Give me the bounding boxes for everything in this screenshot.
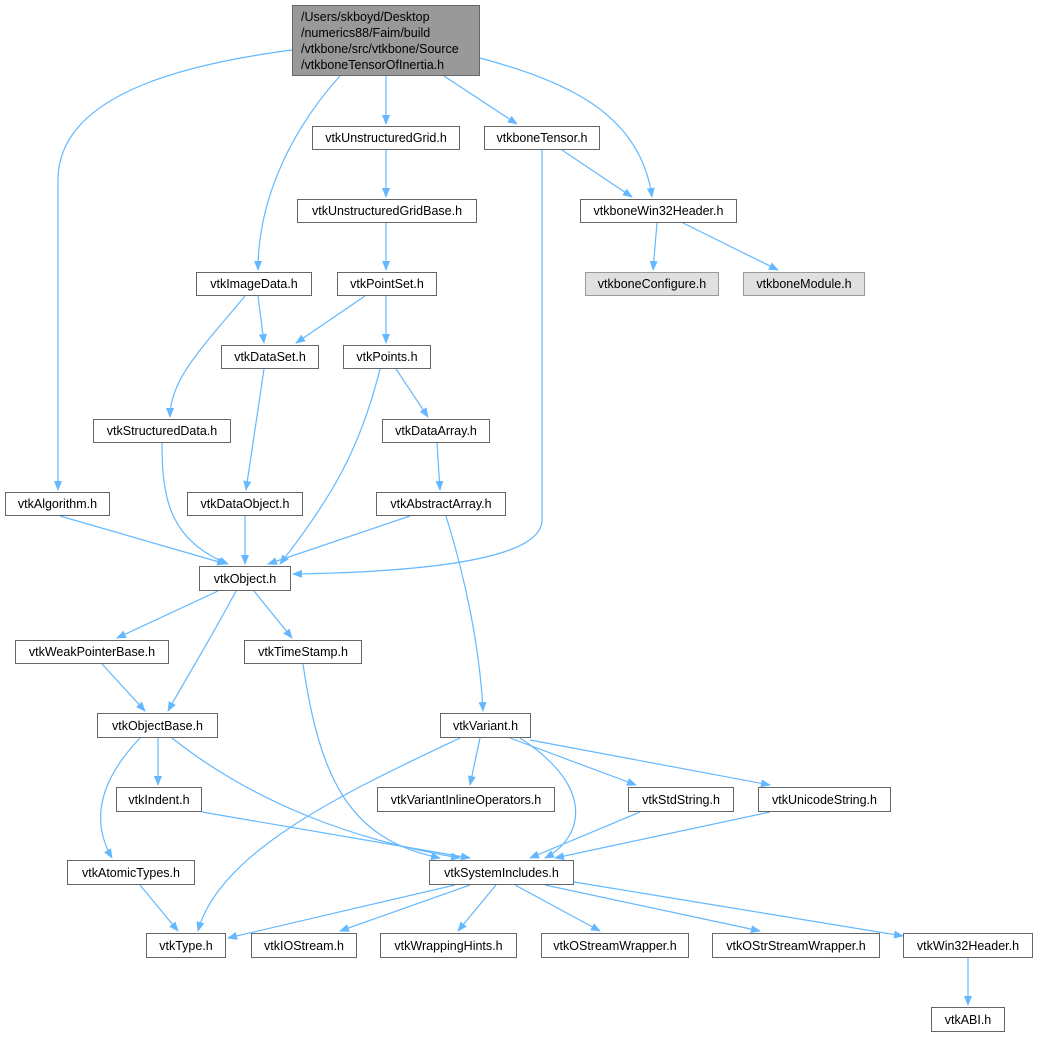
node-vtkWin32Header[interactable]: vtkWin32Header.h (903, 933, 1033, 958)
node-vtkDataArray[interactable]: vtkDataArray.h (382, 419, 490, 443)
edge-vtkboneWin32Header-vtkboneConfigure (649, 222, 658, 271)
edge-vtkAbstractArray-vtkVariant (445, 515, 487, 712)
edge-vtkObject-vtkTimeStamp (253, 590, 293, 639)
edge-vtkAbstractArray-vtkObject (267, 515, 411, 565)
node-vtkSystemIncludes[interactable]: vtkSystemIncludes.h (429, 860, 574, 885)
edge-vtkTimeStamp-vtkSystemIncludes (302, 663, 441, 861)
edge-vtkPoints-vtkDataArray (395, 368, 429, 418)
node-vtkDataObject[interactable]: vtkDataObject.h (187, 492, 303, 516)
edge-vtkAlgorithm-vtkObject (59, 515, 227, 566)
edge-vtkboneTensor-vtkboneWin32Header (561, 149, 633, 198)
node-vtkboneTensorOfInertia[interactable]: /Users/skboyd/Desktop /numerics88/Faim/b… (292, 5, 480, 76)
edge-root-vtkImageData (254, 75, 341, 271)
edge-vtkVariant-vtkStdString (509, 737, 637, 786)
edge-vtkStdString-vtkSystemIncludes (529, 811, 641, 859)
edge-vtkSystemIncludes-vtkWin32Header (573, 881, 904, 939)
edge-vtkWeakPointerBase-vtkObjectBase (101, 663, 146, 712)
node-vtkAtomicTypes[interactable]: vtkAtomicTypes.h (67, 860, 195, 885)
node-vtkDataSet[interactable]: vtkDataSet.h (221, 345, 319, 369)
edge-vtkVariant-vtkUnicodeString (529, 739, 771, 788)
root-label-line-3: /vtkbone/src/vtkbone/Source (301, 41, 459, 56)
edge-vtkImageData-vtkStructuredData (166, 295, 246, 418)
node-vtkOStreamWrapper[interactable]: vtkOStreamWrapper.h (541, 933, 689, 958)
node-vtkVariantInlineOperators[interactable]: vtkVariantInlineOperators.h (377, 787, 555, 812)
edge-root-vtkboneWin32Header (479, 57, 655, 198)
node-vtkWrappingHints[interactable]: vtkWrappingHints.h (380, 933, 517, 958)
node-vtkPoints[interactable]: vtkPoints.h (343, 345, 431, 369)
node-vtkboneTensor[interactable]: vtkboneTensor.h (484, 126, 600, 150)
edge-vtkObjectBase-vtkSystemIncludes (171, 737, 461, 861)
edge-vtkDataSet-vtkDataObject (243, 368, 265, 491)
edge-root-vtkAlgorithm (54, 49, 293, 491)
node-vtkVariant[interactable]: vtkVariant.h (440, 713, 531, 738)
node-vtkAbstractArray[interactable]: vtkAbstractArray.h (376, 492, 506, 516)
node-vtkUnstructuredGridBase[interactable]: vtkUnstructuredGridBase.h (297, 199, 477, 223)
edge-root-vtkboneTensor (443, 75, 518, 125)
edge-vtkVariant-vtkType (196, 737, 461, 932)
edge-vtkboneTensor-vtkObject (292, 150, 543, 578)
root-label-line-1: /Users/skboyd/Desktop (301, 9, 430, 24)
edge-vtkPointSet-vtkDataSet (295, 295, 366, 344)
edge-vtkStructuredData-vtkObject (161, 442, 229, 565)
edge-vtkObject-vtkObjectBase (167, 590, 237, 712)
root-label-line-4: /vtkboneTensorOfInertia.h (301, 57, 445, 72)
edge-vtkUnicodeString-vtkSystemIncludes (554, 811, 771, 861)
node-vtkWeakPointerBase[interactable]: vtkWeakPointerBase.h (15, 640, 169, 664)
edge-vtkIndent-vtkSystemIncludes (201, 811, 471, 861)
edge-vtkObject-vtkWeakPointerBase (116, 590, 219, 639)
node-vtkUnicodeString[interactable]: vtkUnicodeString.h (758, 787, 891, 812)
root-label-line-2: /numerics88/Faim/build (301, 25, 431, 40)
node-vtkPointSet[interactable]: vtkPointSet.h (337, 272, 437, 296)
node-vtkStdString[interactable]: vtkStdString.h (628, 787, 734, 812)
node-vtkObject[interactable]: vtkObject.h (199, 566, 291, 591)
edge-vtkVariant-vtkSystemIncludes (519, 737, 577, 859)
edge-vtkImageData-vtkDataSet (257, 295, 267, 344)
edge-vtkSystemIncludes-vtkWrappingHints (457, 884, 497, 932)
node-vtkTimeStamp[interactable]: vtkTimeStamp.h (244, 640, 362, 664)
node-vtkUnstructuredGrid[interactable]: vtkUnstructuredGrid.h (312, 126, 460, 150)
edge-vtkSystemIncludes-vtkOStrStreamWrapper (544, 884, 761, 934)
edge-vtkObjectBase-vtkAtomicTypes (99, 737, 141, 859)
node-vtkABI[interactable]: vtkABI.h (931, 1007, 1005, 1032)
edge-vtkSystemIncludes-vtkIOStream (339, 884, 471, 932)
node-vtkType[interactable]: vtkType.h (146, 933, 226, 958)
node-vtkStructuredData[interactable]: vtkStructuredData.h (93, 419, 231, 443)
node-vtkOStrStreamWrapper[interactable]: vtkOStrStreamWrapper.h (712, 933, 880, 958)
node-vtkObjectBase[interactable]: vtkObjectBase.h (97, 713, 218, 738)
edge-vtkSystemIncludes-vtkType (227, 884, 456, 940)
node-vtkboneModule[interactable]: vtkboneModule.h (743, 272, 865, 296)
edge-vtkPoints-vtkObject (279, 368, 381, 565)
node-vtkIOStream[interactable]: vtkIOStream.h (251, 933, 357, 958)
edge-vtkAtomicTypes-vtkType (139, 884, 179, 932)
node-vtkImageData[interactable]: vtkImageData.h (196, 272, 312, 296)
edge-vtkSystemIncludes-vtkOStreamWrapper (514, 884, 601, 932)
node-vtkIndent[interactable]: vtkIndent.h (116, 787, 202, 812)
node-vtkboneWin32Header[interactable]: vtkboneWin32Header.h (580, 199, 737, 223)
node-vtkAlgorithm[interactable]: vtkAlgorithm.h (5, 492, 110, 516)
edge-vtkDataArray-vtkAbstractArray (435, 442, 444, 491)
edge-vtkVariant-vtkVariantInlineOperators (467, 737, 481, 786)
node-vtkboneConfigure[interactable]: vtkboneConfigure.h (585, 272, 719, 296)
edge-vtkboneWin32Header-vtkboneModule (682, 222, 779, 271)
